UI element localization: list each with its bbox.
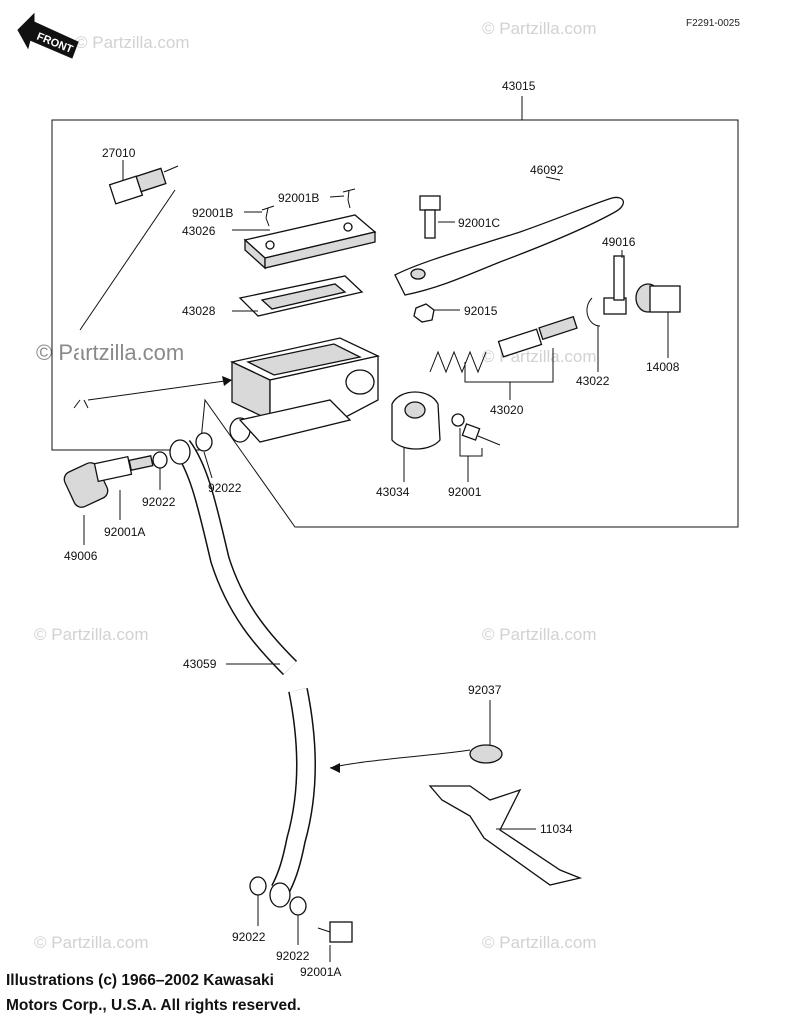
- boot-icon: [635, 283, 681, 313]
- switch-icon: [73, 165, 179, 409]
- part-label-43020: 43020: [490, 403, 524, 417]
- watermark-text: © Partzilla.com: [34, 933, 149, 952]
- part-label-11034: 11034: [540, 822, 573, 836]
- part-label-43028: 43028: [182, 304, 216, 318]
- watermark-text: © Partzilla.com: [482, 19, 597, 38]
- washer-icon: [195, 432, 213, 452]
- washer-icon: [249, 876, 267, 896]
- nut-icon: [413, 303, 435, 323]
- part-label-92001A: 92001A: [104, 525, 145, 539]
- part-label-92037: 92037: [468, 683, 502, 697]
- watermarks: © Partzilla.com © Partzilla.com © Partzi…: [34, 19, 597, 952]
- part-label-14008: 14008: [646, 360, 680, 374]
- part-label-43034: 43034: [376, 485, 410, 499]
- part-label-92022: 92022: [208, 481, 242, 495]
- copyright-line: Motors Corp., U.S.A. All rights reserved…: [6, 997, 301, 1014]
- front-arrow-icon: FRONT: [17, 12, 79, 59]
- pin-icon: [603, 255, 627, 315]
- clamp-icon: [391, 391, 441, 450]
- ref-code: F2291-0025: [686, 18, 740, 29]
- part-label-49006: 49006: [64, 549, 98, 563]
- part-labels: 43015 27010 92001B 92001B 43026 43028 92…: [64, 79, 680, 979]
- part-label-92015: 92015: [464, 304, 498, 318]
- part-label-92001C: 92001C: [458, 216, 500, 230]
- copyright-line: Illustrations (c) 1966–2002 Kawasaki: [6, 972, 274, 989]
- bleeder-cap-icon: [63, 455, 154, 508]
- banjo-bolt-icon: [317, 921, 353, 943]
- watermark-text: © Partzilla.com: [482, 625, 597, 644]
- watermark-text: © Partzilla.com: [482, 933, 597, 952]
- part-label-92001B: 92001B: [192, 206, 233, 220]
- washer-icon: [152, 451, 168, 469]
- master-cylinder-icon: [229, 337, 380, 443]
- circlip-icon: [586, 297, 601, 327]
- part-label-92001: 92001: [448, 485, 482, 499]
- watermark-text: © Partzilla.com: [36, 340, 184, 365]
- watermark-text: © Partzilla.com: [482, 347, 597, 366]
- part-illustrations: [63, 165, 681, 943]
- bolt-icon: [461, 423, 501, 446]
- part-label-43022: 43022: [576, 374, 610, 388]
- part-label-43015: 43015: [502, 79, 536, 93]
- lever-icon: [394, 196, 624, 296]
- assembly-outline: [51, 96, 739, 528]
- watermark-text: © Partzilla.com: [75, 33, 190, 52]
- part-label-43059: 43059: [183, 657, 217, 671]
- part-label-92022: 92022: [142, 495, 176, 509]
- grommet-icon: [469, 744, 503, 764]
- brake-hose-icon: [169, 439, 316, 908]
- washer-icon: [289, 896, 307, 916]
- part-label-92001B: 92001B: [278, 191, 319, 205]
- piston-assembly-icon: [429, 315, 578, 374]
- pivot-bolt-icon: [419, 195, 441, 239]
- part-label-46092: 46092: [530, 163, 564, 177]
- part-label-43026: 43026: [182, 224, 216, 238]
- watermark-text: © Partzilla.com: [34, 625, 149, 644]
- bracket-icon: [428, 785, 583, 886]
- part-label-92022: 92022: [276, 949, 310, 963]
- part-label-92022: 92022: [232, 930, 266, 944]
- screw-icon: [261, 188, 356, 227]
- copyright-notice: Illustrations (c) 1966–2002 Kawasaki Mot…: [6, 968, 301, 1018]
- part-label-27010: 27010: [102, 146, 136, 160]
- washer-icon: [451, 413, 465, 427]
- leader-lines: [83, 160, 669, 962]
- part-label-92001A: 92001A: [300, 965, 341, 979]
- part-label-49016: 49016: [602, 235, 636, 249]
